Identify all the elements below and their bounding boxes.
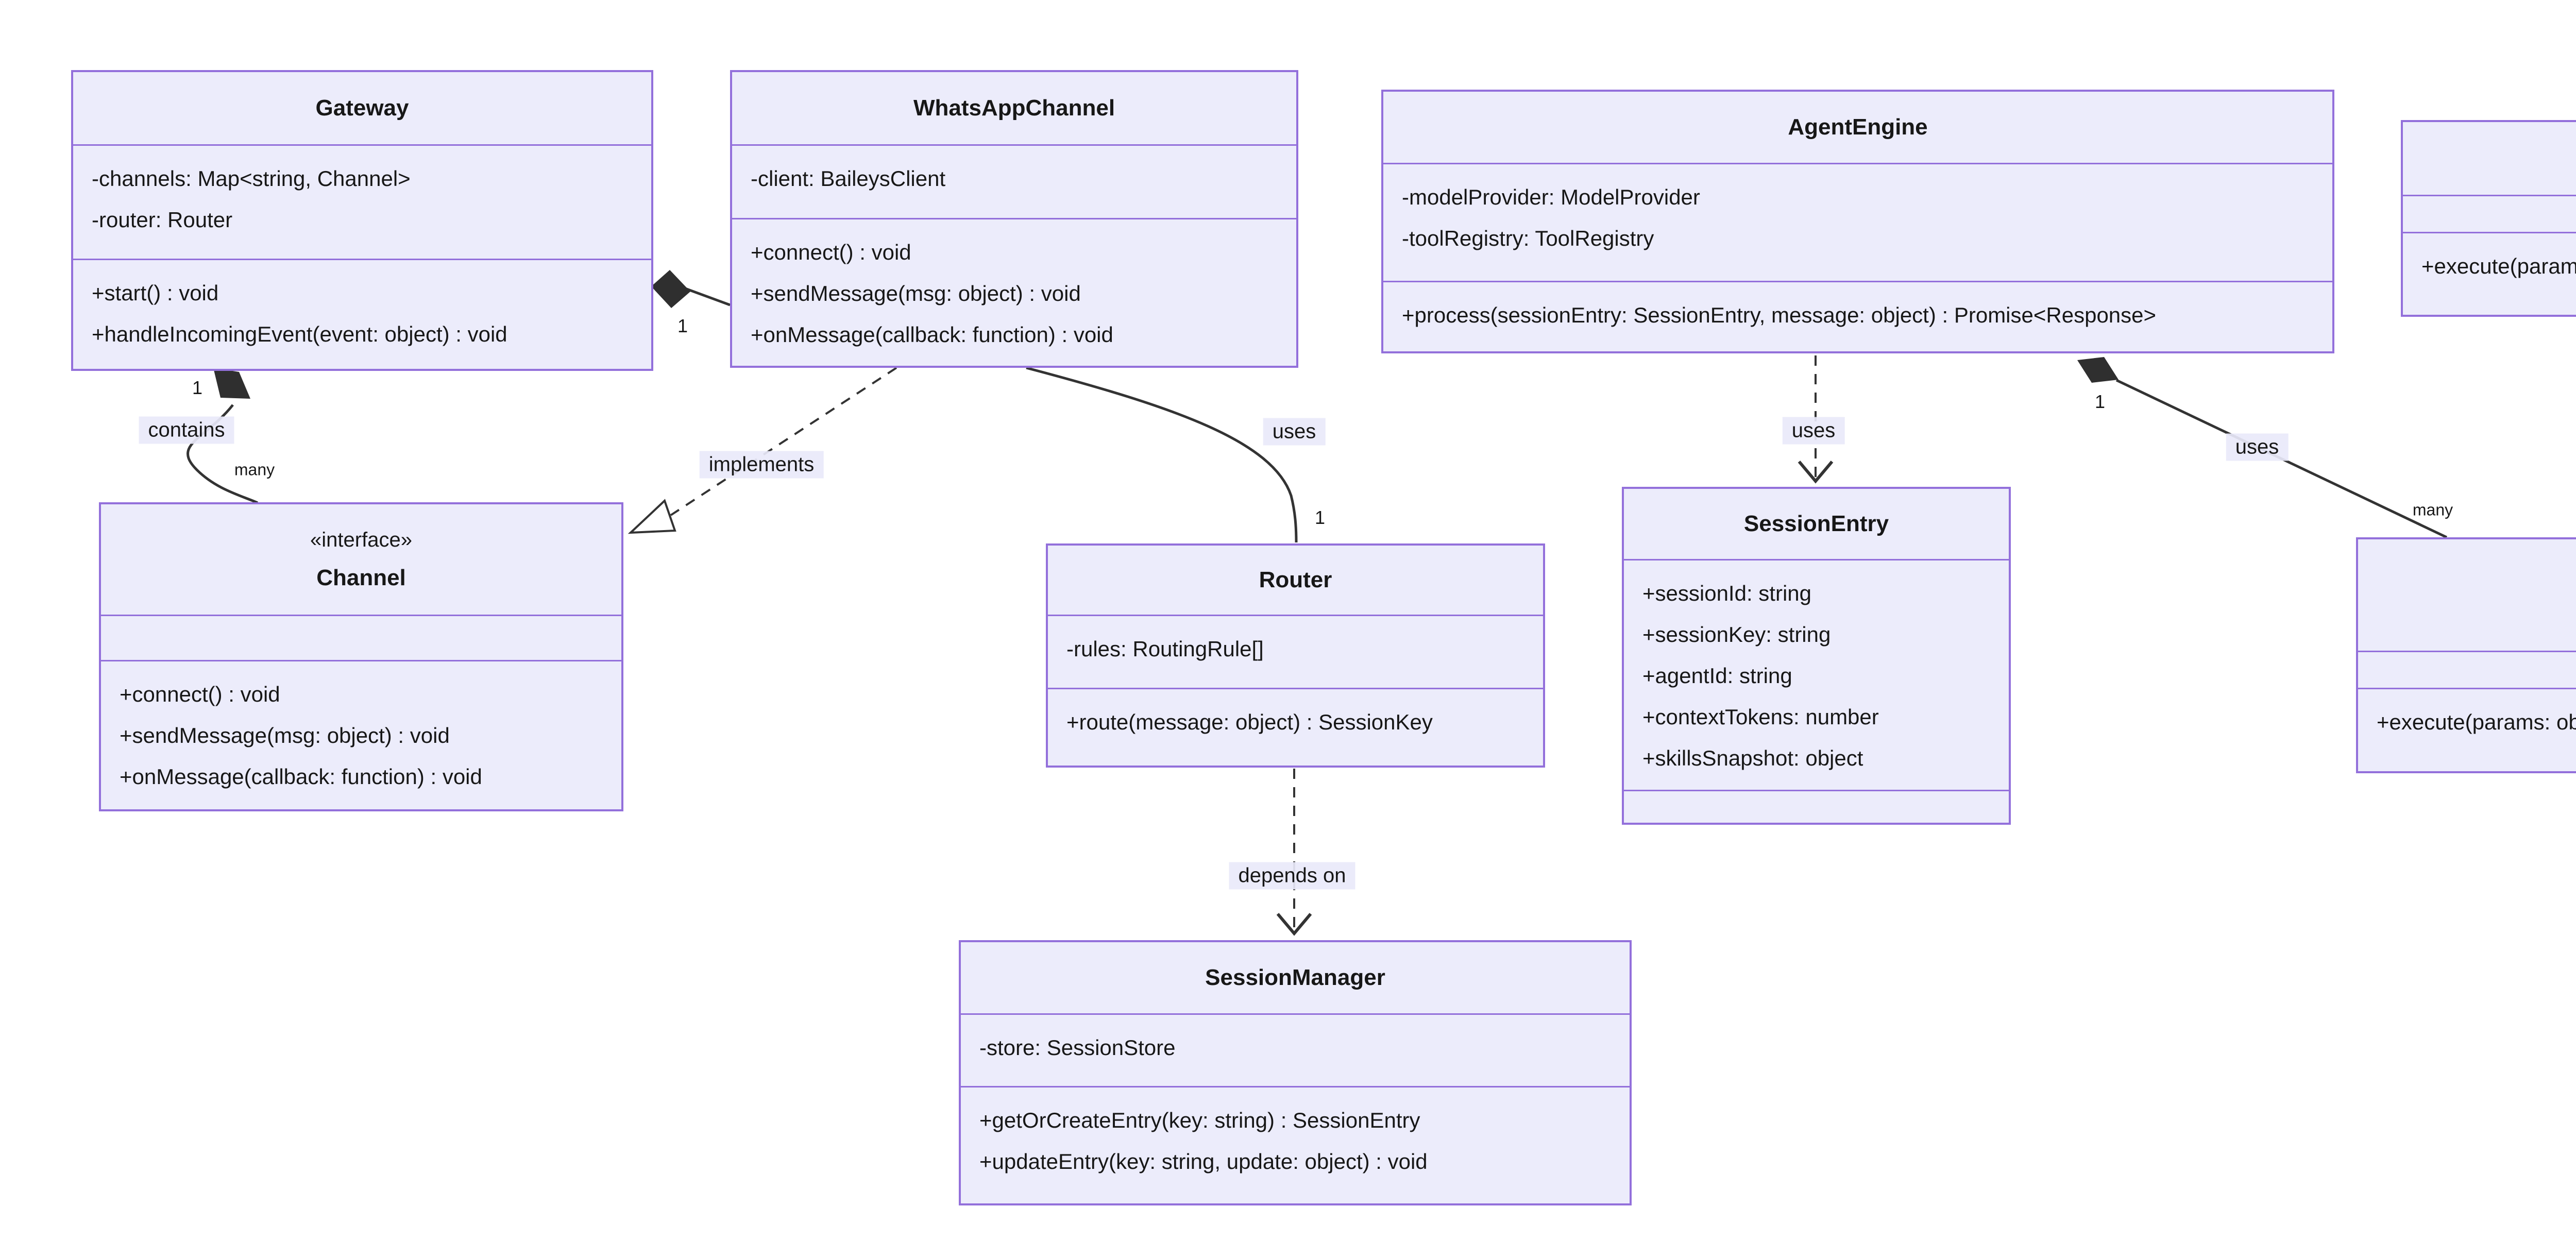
class-title: AgentEngine [1383,92,2332,163]
class-methods: +execute(params: object) : Promise<Resul… [2403,232,2576,315]
attribute: -rules: RoutingRule[] [1066,637,1264,661]
class-name: AgentEngine [1788,114,1928,140]
class-sessionmanager: SessionManager -store: SessionStore +get… [959,940,1632,1205]
class-methods: +getOrCreateEntry(key: string) : Session… [961,1086,1630,1203]
attribute: -store: SessionStore [979,1035,1176,1060]
edge-whatsappchannel-uses-router [1026,366,1298,543]
edge-whatsappchannel-implements-channel [628,367,897,534]
edge-label-uses: uses [2226,433,2289,461]
class-attributes: -channels: Map<string, Channel> -router:… [73,144,651,259]
method: +updateEntry(key: string, update: object… [979,1149,1428,1174]
method: +handleIncomingEvent(event: object) : vo… [92,322,507,346]
class-name: WhatsAppChannel [913,95,1115,121]
class-title: Gateway [73,72,651,144]
class-methods: +process(sessionEntry: SessionEntry, mes… [1383,281,2332,351]
class-methods: +connect() : void +sendMessage(msg: obje… [101,660,621,809]
edge-gateway-whatsappchannel [651,270,731,308]
edge-label-uses: uses [1782,417,1845,445]
method: +process(sessionEntry: SessionEntry, mes… [1402,303,2157,327]
class-attributes [101,615,621,660]
class-attributes [2358,651,2576,688]
class-attributes: +sessionId: string +sessionKey: string +… [1624,559,2009,790]
attribute: +agentId: string [1642,664,1792,688]
class-title: «interface» Tool [2358,539,2576,651]
class-methods: +route(message: object) : SessionKey [1048,688,1543,766]
attribute: +sessionKey: string [1642,622,1831,647]
class-gateway: Gateway -channels: Map<string, Channel> … [71,70,653,371]
method: +connect() : void [751,240,911,264]
multiplicity-label: many [2412,500,2453,519]
class-attributes: -client: BaileysClient [732,144,1296,218]
method: +execute(params: object) : Promise<Resul… [2377,710,2576,734]
method: +route(message: object) : SessionKey [1066,710,1433,734]
method: +sendMessage(msg: object) : void [751,281,1081,305]
multiplicity-label: 1 [192,377,203,398]
class-methods: +start() : void +handleIncomingEvent(eve… [73,259,651,369]
realization-triangle-icon [628,499,676,534]
class-sessionentry: SessionEntry +sessionId: string +session… [1622,487,2011,825]
attribute: -channels: Map<string, Channel> [92,166,411,191]
method: +getOrCreateEntry(key: string) : Session… [979,1108,1420,1132]
class-methods: +connect() : void +sendMessage(msg: obje… [732,218,1296,366]
method: +onMessage(callback: function) : void [120,764,482,789]
attribute: +contextTokens: number [1642,705,1879,729]
class-title: ZalouserTool [2403,122,2576,195]
class-attributes: -modelProvider: ModelProvider -toolRegis… [1383,163,2332,281]
class-title: SessionManager [961,942,1630,1013]
class-methods [1624,790,2009,823]
attribute: -toolRegistry: ToolRegistry [1402,226,1654,250]
class-title: SessionEntry [1624,489,2009,559]
dependency-arrowhead-icon [1276,913,1312,936]
composition-diamond-icon [651,270,690,308]
class-name: Channel [316,565,406,590]
class-whatsappchannel: WhatsAppChannel -client: BaileysClient +… [730,70,1298,368]
class-channel: «interface» Channel +connect() : void +s… [99,502,623,811]
edge-label-implements: implements [699,451,824,479]
multiplicity-label: 1 [677,315,688,336]
class-tool: «interface» Tool +execute(params: object… [2356,537,2576,773]
multiplicity-label: 1 [2094,391,2106,412]
class-title: Router [1048,546,1543,615]
class-title: WhatsAppChannel [732,72,1296,144]
attribute: -router: Router [92,208,233,232]
method: +execute(params: object) : Promise<Resul… [2421,254,2576,278]
edge-label-depends-on: depends on [1229,862,1355,890]
edge-label-contains: contains [139,416,234,444]
edge-router-dependson-sessionmanager [1276,769,1312,936]
class-name: Router [1259,567,1332,592]
class-zalousertool: ZalouserTool +execute(params: object) : … [2401,120,2576,317]
class-agentengine: AgentEngine -modelProvider: ModelProvide… [1381,90,2334,353]
class-router: Router -rules: RoutingRule[] +route(mess… [1046,543,1545,768]
method: +sendMessage(msg: object) : void [120,723,450,747]
method: +connect() : void [120,682,280,706]
class-attributes [2403,195,2576,232]
attribute: -modelProvider: ModelProvider [1402,185,1700,209]
class-name: SessionManager [1205,965,1385,990]
stereotype-label: «interface» [310,528,412,551]
class-methods: +execute(params: object) : Promise<Resul… [2358,688,2576,771]
class-name: Gateway [315,95,409,121]
attribute: -client: BaileysClient [751,166,946,191]
method: +onMessage(callback: function) : void [751,322,1113,347]
composition-diamond-icon [2077,357,2119,383]
multiplicity-label: many [234,460,275,479]
multiplicity-label: 1 [1314,507,1326,528]
method: +start() : void [92,281,219,305]
class-name: SessionEntry [1743,511,1889,536]
class-attributes: -rules: RoutingRule[] [1048,615,1543,688]
attribute: +skillsSnapshot: object [1642,746,1863,770]
dependency-arrowhead-icon [1798,461,1834,484]
edge-agentengine-uses-sessionentry [1798,355,1834,484]
composition-diamond-icon [213,368,250,399]
class-title: «interface» Channel [101,504,621,615]
edge-label-uses: uses [1263,418,1326,446]
class-attributes: -store: SessionStore [961,1013,1630,1086]
attribute: +sessionId: string [1642,581,1812,605]
